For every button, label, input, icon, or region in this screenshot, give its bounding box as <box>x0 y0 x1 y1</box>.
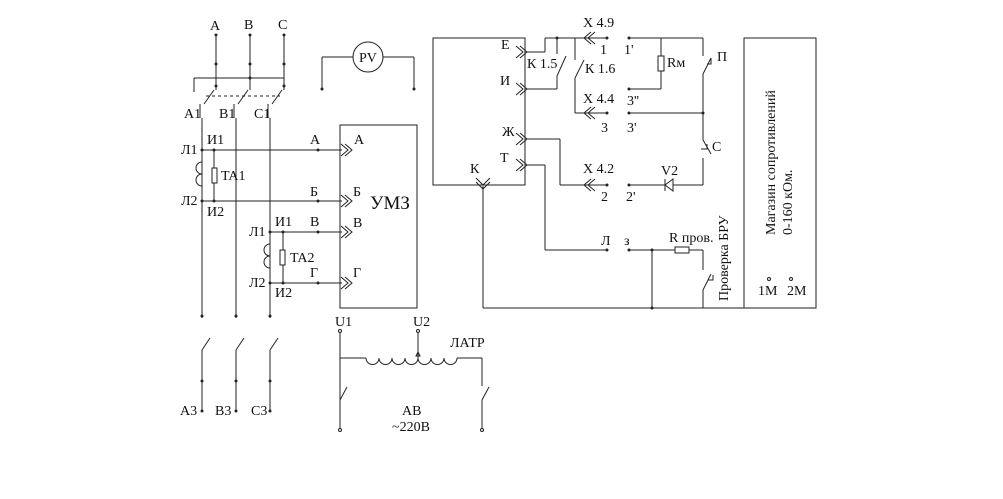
svg-text:TA2: TA2 <box>290 251 315 266</box>
svg-text:Л2: Л2 <box>181 194 198 209</box>
test-elements: Rм П С V2 <box>629 37 727 192</box>
current-transformer-ta1: Л1 Л2 И1 И2 TA1 <box>181 133 318 220</box>
svg-text:В: В <box>310 215 319 230</box>
svg-text:з: з <box>624 234 630 249</box>
connectors-x: Х 4.9 Х 4.4 Х 4.2 1 1' 3'' 3 3' 2 2' <box>527 16 639 205</box>
current-transformer-ta2: Л1 Л2 И1 И2 TA2 <box>249 215 318 301</box>
svg-text:И1: И1 <box>207 133 224 148</box>
breaker-c1-label: C1 <box>254 107 270 122</box>
svg-text:И: И <box>500 74 510 89</box>
bru-block: Е И Ж Т К <box>432 37 528 190</box>
svg-text:3': 3' <box>627 121 637 136</box>
svg-text:Х 4.4: Х 4.4 <box>583 92 614 107</box>
rm-label: Rм <box>667 56 685 71</box>
phase-supply: A B C A1 B1 C1 <box>180 18 287 419</box>
av-label: АВ <box>402 404 421 419</box>
terminal-2m-label: 2М <box>787 284 807 299</box>
umz-block: А Б В Г УМЗ <box>339 124 418 309</box>
svg-text:PV: PV <box>359 51 377 66</box>
svg-text:U2: U2 <box>413 315 430 330</box>
svg-text:Л1: Л1 <box>249 225 266 240</box>
svg-text:1': 1' <box>624 43 634 58</box>
resistance-magazine: Магазин сопротивлений 0-160 кОм. 1М 2М <box>743 37 817 309</box>
svg-text:А: А <box>310 133 321 148</box>
r-prov-label: R пров. <box>669 231 713 246</box>
svg-text:Л1: Л1 <box>181 143 198 158</box>
svg-text:3: 3 <box>601 121 608 136</box>
phase-a-label: A <box>210 19 221 34</box>
check-circuit: Л з R пров. Проверка БРУ <box>482 164 745 310</box>
svg-text:U1: U1 <box>335 315 352 330</box>
svg-text:В: В <box>353 216 362 231</box>
svg-text:Т: Т <box>500 151 509 166</box>
svg-text:3'': 3'' <box>627 94 639 109</box>
svg-text:Г: Г <box>310 266 318 281</box>
switch-c-label: С <box>712 140 721 155</box>
umz-title: УМЗ <box>370 193 410 214</box>
svg-text:К: К <box>470 162 480 177</box>
svg-text:Е: Е <box>501 38 510 53</box>
svg-text:И2: И2 <box>207 205 224 220</box>
svg-text:К 1.5: К 1.5 <box>527 57 557 72</box>
breaker-b1-label: B1 <box>219 107 235 122</box>
svg-text:Л: Л <box>601 234 611 249</box>
svg-text:Б: Б <box>353 185 361 200</box>
svg-text:1: 1 <box>600 43 607 58</box>
magazine-range: 0-160 кОм. <box>781 170 796 235</box>
breaker-a1-label: A1 <box>184 107 201 122</box>
umz-input-wires: А Б В Г <box>310 133 353 290</box>
svg-text:Б: Б <box>310 185 318 200</box>
svg-text:Ж: Ж <box>502 125 515 140</box>
av-supply-label: ~220В <box>392 420 430 435</box>
svg-text:Х 4.2: Х 4.2 <box>583 162 614 177</box>
latr-autotransformer: U1 U2 ЛАТР АВ ~220В <box>335 315 490 435</box>
phase-b-label: B <box>244 18 253 33</box>
phase-a3-label: A3 <box>180 404 197 419</box>
latr-label: ЛАТР <box>450 336 485 351</box>
svg-text:Л2: Л2 <box>249 276 266 291</box>
svg-text:TA1: TA1 <box>221 169 246 184</box>
svg-text:И1: И1 <box>275 215 292 230</box>
voltmeter-pv: PV <box>320 41 416 91</box>
svg-text:Г: Г <box>353 266 361 281</box>
svg-text:Х 4.9: Х 4.9 <box>583 16 614 31</box>
svg-text:2: 2 <box>601 190 608 205</box>
magazine-title: Магазин сопротивлений <box>764 90 779 235</box>
relay-contacts: К 1.5 К 1.6 <box>527 36 615 113</box>
switch-p-label: П <box>717 50 727 65</box>
diode-v2-label: V2 <box>661 164 678 179</box>
terminal-1m-label: 1М <box>758 284 778 299</box>
svg-text:И2: И2 <box>275 286 292 301</box>
phase-c3-label: C3 <box>251 404 267 419</box>
svg-text:2': 2' <box>626 190 636 205</box>
check-bru-label: Проверка БРУ <box>717 215 732 301</box>
phase-b3-label: B3 <box>215 404 231 419</box>
svg-text:К 1.6: К 1.6 <box>585 62 615 77</box>
phase-c-label: C <box>278 18 287 33</box>
svg-text:А: А <box>354 133 365 148</box>
